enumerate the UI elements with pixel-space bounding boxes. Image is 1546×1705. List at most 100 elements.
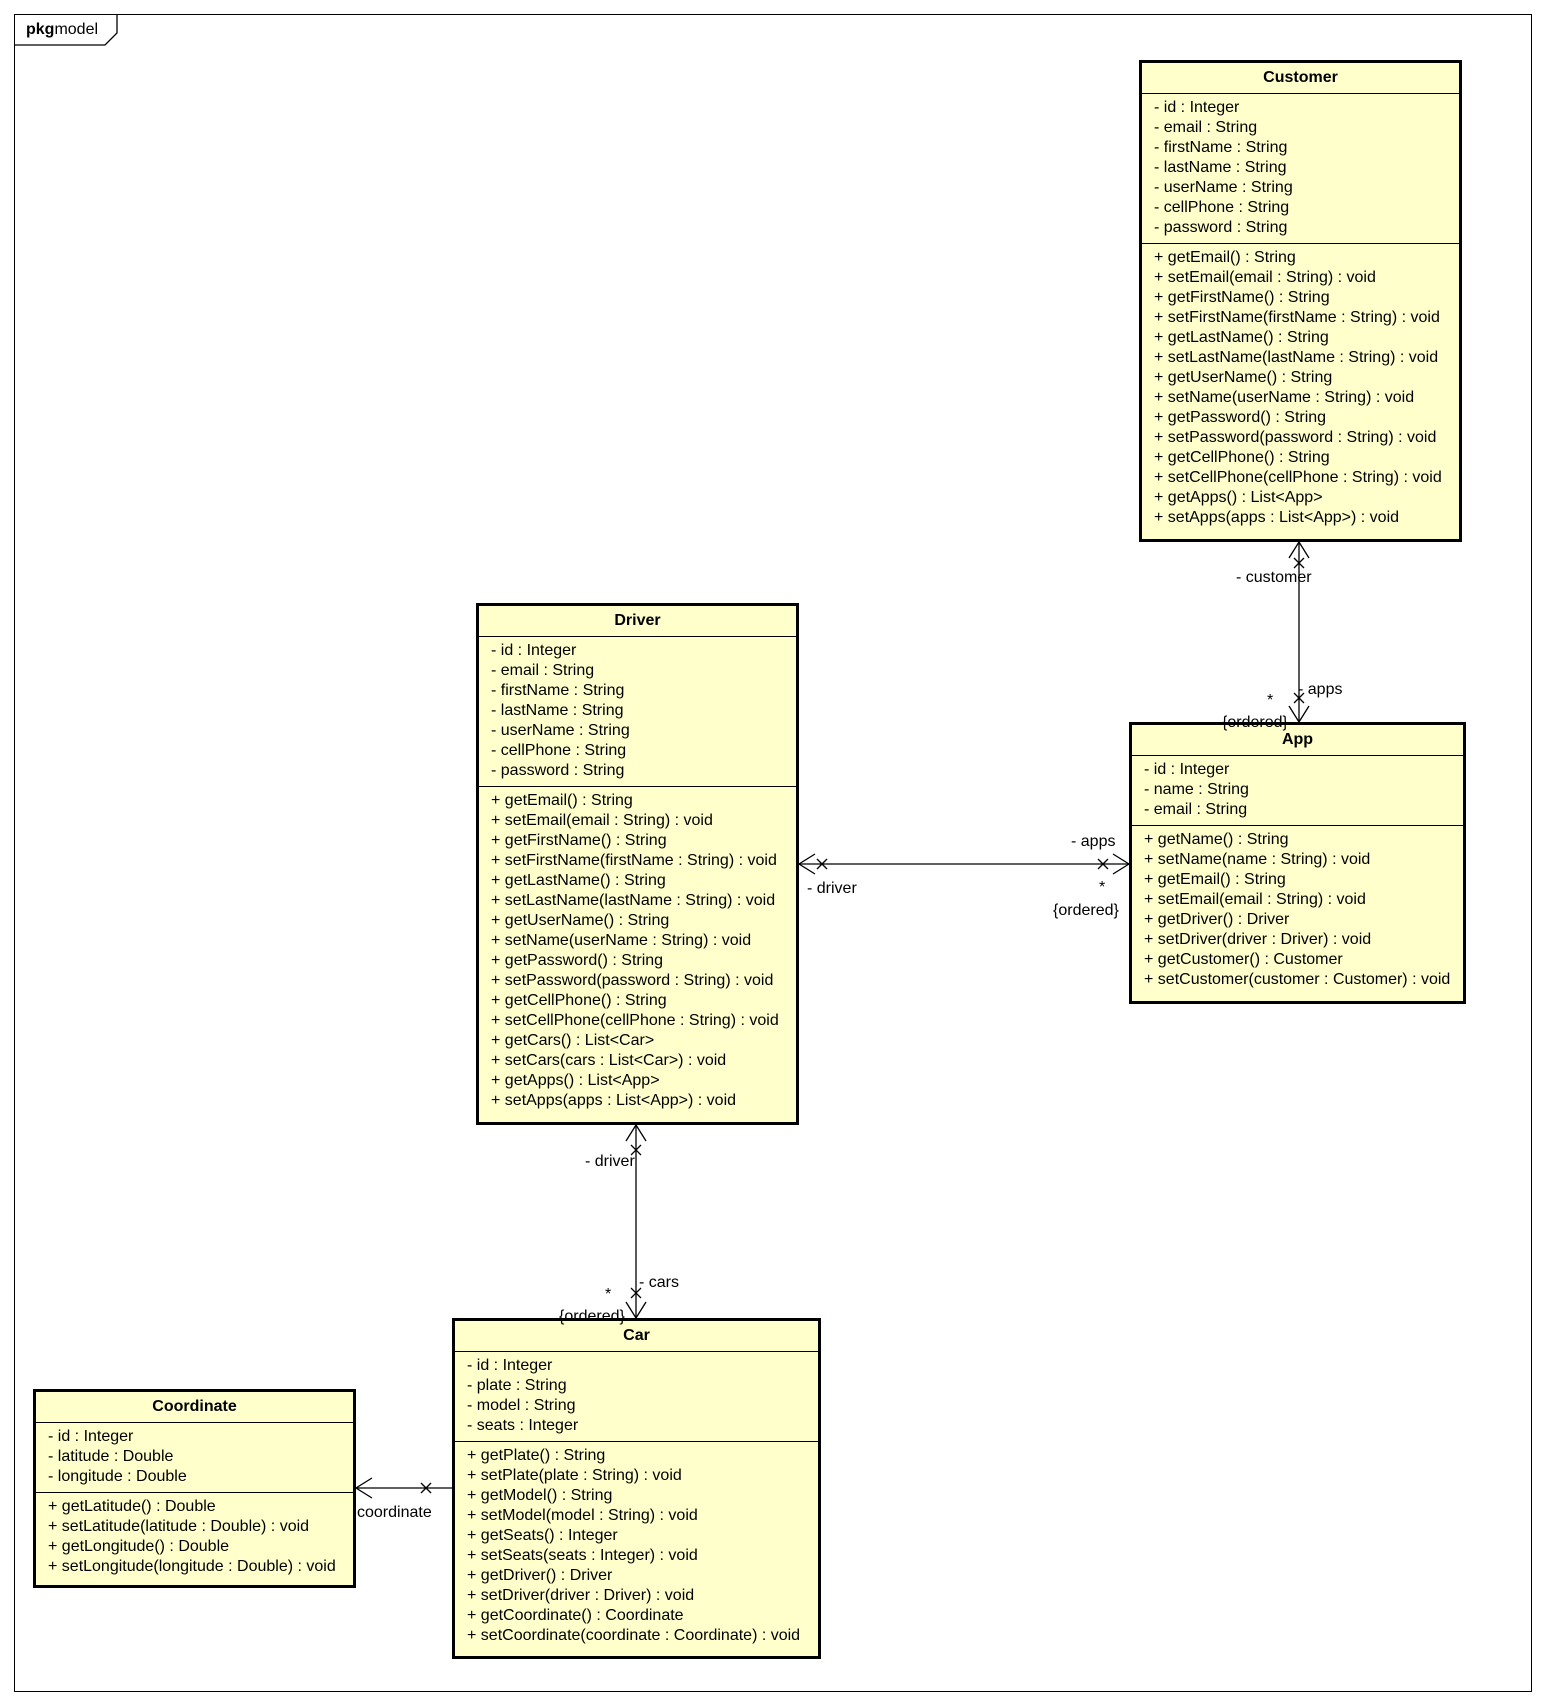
operation-row: + getApps() : List<App> xyxy=(491,1072,660,1089)
package-frame-label: pkgmodel xyxy=(14,14,124,45)
multiplicity-label: * xyxy=(605,1286,612,1303)
operation-row: + setCars(cars : List<Car>) : void xyxy=(491,1052,727,1069)
operation-row: + getLongitude() : Double xyxy=(48,1538,230,1555)
operation-row: + getEmail() : String xyxy=(1154,249,1296,266)
attribute-row: - userName : String xyxy=(491,722,630,739)
class-name: Car xyxy=(455,1321,818,1352)
operation-row: + getModel() : String xyxy=(467,1487,613,1504)
operation-row: + setEmail(email : String) : void xyxy=(1144,891,1366,908)
operations-compartment: + getEmail() : String + setEmail(email : … xyxy=(479,786,796,1116)
operation-row: + setLatitude(latitude : Double) : void xyxy=(48,1518,310,1535)
attribute-row: - cellPhone : String xyxy=(491,742,627,759)
constraint-label-ordered: {ordered} xyxy=(1222,714,1288,731)
attribute-row: - id : Integer xyxy=(467,1357,553,1374)
operation-row: + getDriver() : Driver xyxy=(1144,911,1290,928)
attribute-row: - plate : String xyxy=(467,1377,567,1394)
package-name: model xyxy=(54,21,99,38)
attribute-row: - id : Integer xyxy=(1144,761,1230,778)
attributes-compartment: - id : Integer- email : String- firstNam… xyxy=(1142,94,1459,243)
multiplicity-label: * xyxy=(1267,692,1274,709)
operation-row: + setPassword(password : String) : void xyxy=(491,972,774,989)
package-tab-outline xyxy=(14,14,118,46)
multiplicity-label: * xyxy=(1099,879,1106,896)
operation-row: + setSeats(seats : Integer) : void xyxy=(467,1547,698,1564)
operation-row: + setEmail(email : String) : void xyxy=(491,812,713,829)
operation-row: + getLastName() : String xyxy=(491,872,666,889)
operation-row: + getDriver() : Driver xyxy=(467,1567,613,1584)
operation-row: + setFirstName(firstName : String) : voi… xyxy=(491,852,777,869)
attribute-row: - id : Integer xyxy=(48,1428,134,1445)
constraint-label-ordered: {ordered} xyxy=(1053,902,1119,919)
non-navigable-mark xyxy=(1293,557,1305,569)
package-frame xyxy=(14,14,1532,1692)
operation-row: + setCellPhone(cellPhone : String) : voi… xyxy=(491,1012,779,1029)
operation-row: + getEmail() : String xyxy=(1144,871,1286,888)
role-label-cars: - cars xyxy=(639,1274,679,1291)
operation-row: + setFirstName(firstName : String) : voi… xyxy=(1154,309,1440,326)
role-label-apps: - apps xyxy=(1298,681,1343,698)
non-navigable-mark xyxy=(816,858,828,870)
attribute-row: - email : String xyxy=(1154,119,1258,136)
operation-row: + getCoordinate() : Coordinate xyxy=(467,1607,684,1624)
operation-row: + setModel(model : String) : void xyxy=(467,1507,698,1524)
operation-row: + setPassword(password : String) : void xyxy=(1154,429,1437,446)
operation-row: + getFirstName() : String xyxy=(1154,289,1330,306)
operation-row: + setCustomer(customer : Customer) : voi… xyxy=(1144,971,1451,988)
operation-row: + setLastName(lastName : String) : void xyxy=(491,892,776,909)
operation-row: + setPlate(plate : String) : void xyxy=(467,1467,682,1484)
class-name: App xyxy=(1132,725,1463,756)
arrowhead-to-driver xyxy=(625,1123,647,1142)
operation-row: + setCellPhone(cellPhone : String) : voi… xyxy=(1154,469,1442,486)
operation-row: + getPlate() : String xyxy=(467,1447,606,1464)
attribute-row: - userName : String xyxy=(1154,179,1293,196)
operation-row: + setApps(apps : List<App>) : void xyxy=(1154,509,1400,526)
attribute-row: - lastName : String xyxy=(491,702,624,719)
non-navigable-mark xyxy=(630,1287,642,1299)
attributes-compartment: - id : Integer - email : String - firstNam… xyxy=(479,637,796,786)
non-navigable-mark xyxy=(630,1144,642,1156)
class-customer[interactable]: Customer- id : Integer- email : String- … xyxy=(1139,60,1462,542)
operation-row: + setEmail(email : String) : void xyxy=(1154,269,1376,286)
attribute-row: - email : String xyxy=(491,662,595,679)
non-navigable-mark xyxy=(1097,858,1109,870)
operation-row: + getCellPhone() : String xyxy=(491,992,667,1009)
operation-row: + getSeats() : Integer xyxy=(467,1527,618,1544)
arrowhead-to-customer xyxy=(1288,540,1310,559)
attribute-row: - model : String xyxy=(467,1397,576,1414)
operation-row: + getFirstName() : String xyxy=(491,832,667,849)
operation-row: + setDriver(driver : Driver) : void xyxy=(1144,931,1372,948)
attribute-row: - password : String xyxy=(491,762,625,779)
operation-row: + getCellPhone() : String xyxy=(1154,449,1330,466)
attribute-row: - longitude : Double xyxy=(48,1468,187,1485)
arrowhead-to-coordinate xyxy=(354,1477,373,1499)
class-driver[interactable]: Driver- id : Integer- email : String- fi… xyxy=(476,603,799,1125)
operation-row: + getApps() : List<App> xyxy=(1154,489,1323,506)
operation-row: + setLastName(lastName : String) : void xyxy=(1154,349,1439,366)
attributes-compartment: - id : Integer- name : String- email : S… xyxy=(1132,756,1463,825)
operations-compartment: + getLatitude() : Double + setLatitude(la… xyxy=(36,1492,353,1582)
operation-row: + setLongitude(longitude : Double) : voi… xyxy=(48,1558,336,1575)
class-car[interactable]: Car - id : Integer - plate : String - model… xyxy=(452,1318,821,1659)
operation-row: + getLatitude() : Double xyxy=(48,1498,216,1515)
attribute-row: - id : Integer xyxy=(491,642,577,659)
role-label-driver: - driver xyxy=(807,880,857,897)
operation-row: + getUserName() : String xyxy=(491,912,670,929)
class-app[interactable]: App- id : Integer- name : String- email … xyxy=(1129,722,1466,1004)
class-name: Customer xyxy=(1142,63,1459,94)
attributes-compartment: - id : Integer - plate : String - model : … xyxy=(455,1352,818,1441)
attribute-row: - name : String xyxy=(1144,781,1249,798)
operations-compartment: + getPlate() : String + setPlate(plate : … xyxy=(455,1441,818,1651)
role-label-apps: - apps xyxy=(1071,833,1116,850)
non-navigable-mark xyxy=(420,1482,432,1494)
attribute-row: - firstName : String xyxy=(1154,139,1288,156)
attributes-compartment: - id : Integer- latitude : Double- longi… xyxy=(36,1423,353,1492)
package-keyword: pkg xyxy=(26,21,55,38)
operation-row: + setName(name : String) : void xyxy=(1144,851,1371,868)
operation-row: + setName(userName : String) : void xyxy=(491,932,752,949)
class-coordinate[interactable]: Coordinate- id : Integer- latitude : Dou… xyxy=(33,1389,356,1588)
operation-row: + getEmail() : String xyxy=(491,792,633,809)
attribute-row: - seats : Integer xyxy=(467,1417,579,1434)
attribute-row: - firstName : String xyxy=(491,682,625,699)
